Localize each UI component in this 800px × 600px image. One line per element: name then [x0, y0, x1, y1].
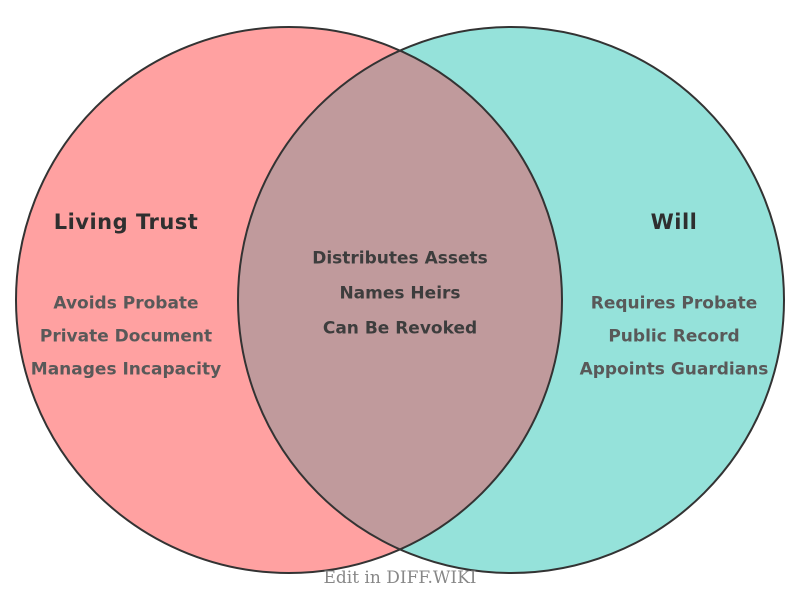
edit-link[interactable]: Edit in DIFF.WIKI — [323, 568, 477, 588]
overlap-items: Distributes Assets Names Heirs Can Be Re… — [312, 242, 488, 347]
list-item: Private Document — [39, 326, 213, 347]
list-item: Names Heirs — [339, 283, 461, 304]
list-item: Can Be Revoked — [322, 318, 478, 339]
list-item: Distributes Assets — [312, 248, 488, 269]
right-circle-title: Will — [650, 210, 698, 234]
left-circle-outline — [15, 26, 563, 574]
right-circle-items: Requires Probate Public Record Appoints … — [580, 288, 769, 387]
right-circle-outline — [237, 26, 785, 574]
overlap-region — [238, 27, 562, 573]
list-item: Public Record — [608, 326, 740, 347]
list-item: Manages Incapacity — [30, 359, 222, 380]
left-circle-items: Avoids Probate Private Document Manages … — [31, 288, 221, 387]
list-item: Appoints Guardians — [579, 359, 769, 380]
list-item: Avoids Probate — [53, 293, 199, 314]
left-circle-title: Living Trust — [53, 210, 199, 234]
list-item: Requires Probate — [590, 293, 758, 314]
